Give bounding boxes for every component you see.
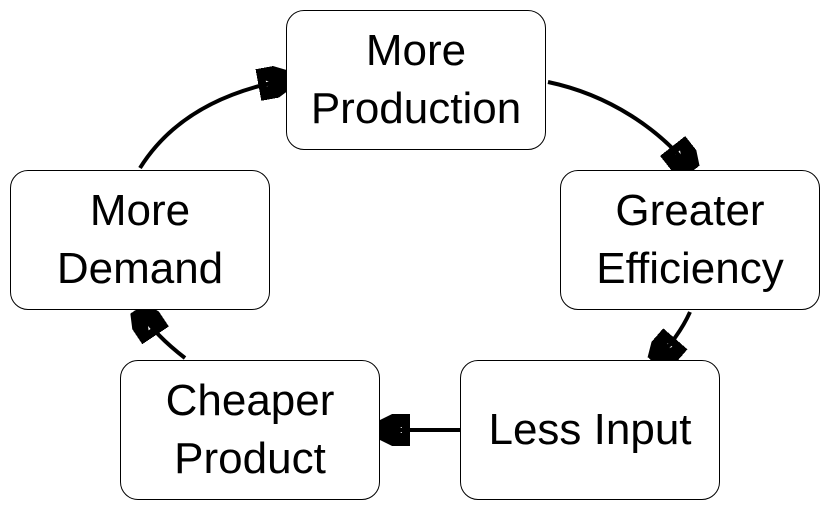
node-label-line: Product bbox=[174, 434, 326, 483]
node-greater-efficiency: Greater Efficiency bbox=[560, 170, 820, 310]
node-more-production: More Production bbox=[286, 10, 546, 150]
edge-greater-efficiency-to-less-input bbox=[657, 311, 692, 360]
edge-more-production-to-greater-efficiency bbox=[547, 80, 690, 168]
node-label-line: More bbox=[365, 26, 467, 75]
edge-more-demand-to-more-production bbox=[138, 80, 286, 170]
node-label-line: Greater bbox=[615, 186, 765, 235]
node-label-line: Cheaper bbox=[165, 376, 335, 425]
node-label-line: Efficiency bbox=[596, 244, 784, 293]
node-less-input: Less Input bbox=[460, 360, 720, 500]
node-label-line: Production bbox=[310, 84, 522, 133]
edge-cheaper-product-to-more-demand bbox=[140, 312, 187, 360]
node-label-line: Demand bbox=[56, 244, 224, 293]
node-label-line: More bbox=[89, 186, 191, 235]
node-more-demand: More Demand bbox=[10, 170, 270, 310]
node-cheaper-product: Cheaper Product bbox=[120, 360, 380, 500]
node-label-line: Less Input bbox=[488, 405, 692, 454]
